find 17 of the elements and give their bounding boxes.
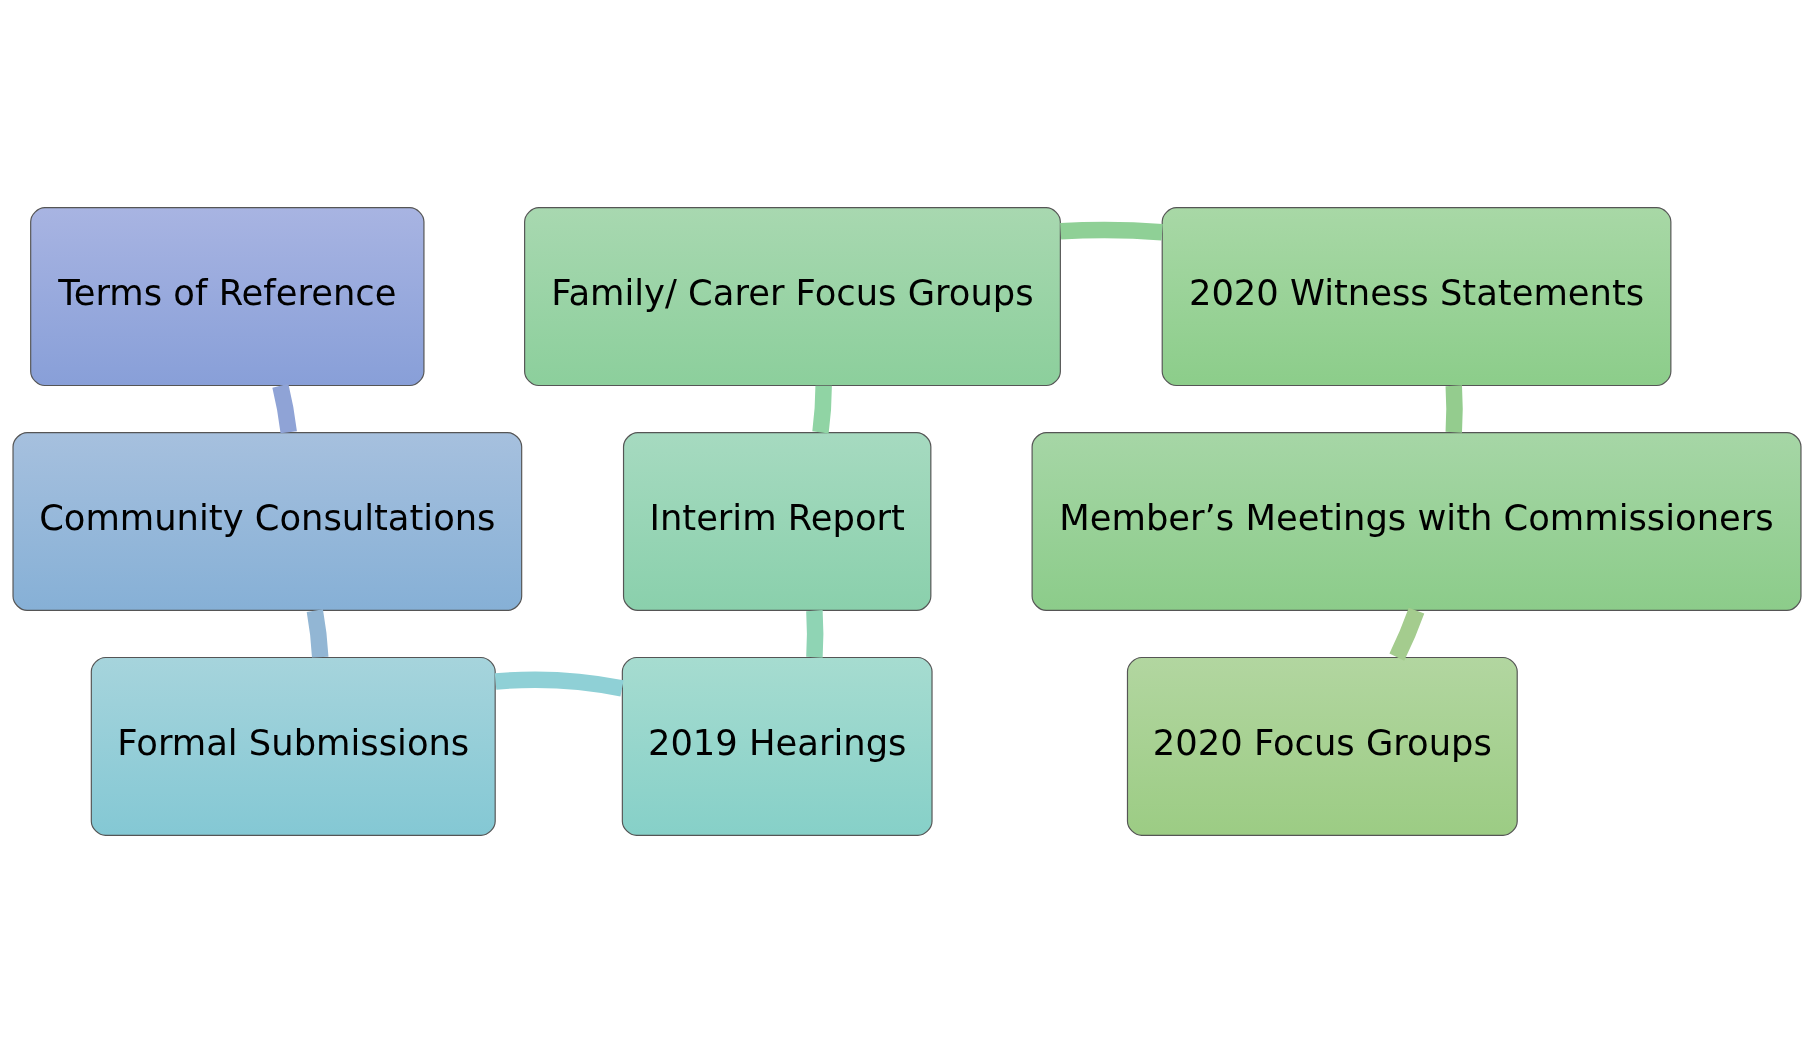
node-box: Family/ Carer Focus Groups xyxy=(524,207,1061,387)
connector xyxy=(1389,607,1425,661)
node-box: Formal Submissions xyxy=(90,656,496,836)
connector xyxy=(1060,221,1163,241)
node-box: 2020 Witness Statements xyxy=(1161,207,1672,387)
connector xyxy=(494,671,624,697)
connector xyxy=(806,610,824,658)
connector xyxy=(272,383,297,434)
node-box: Interim Report xyxy=(622,432,932,611)
connector xyxy=(306,609,329,658)
node-box: Community Consultations xyxy=(12,432,523,611)
node-box: Terms of Reference xyxy=(30,207,425,387)
node-box: 2019 Hearings xyxy=(621,656,933,836)
node-box: Member’s Meetings with Commissioners xyxy=(1031,432,1802,611)
connector xyxy=(1445,385,1463,433)
node-box: 2020 Focus Groups xyxy=(1126,656,1518,836)
connector xyxy=(812,385,832,434)
